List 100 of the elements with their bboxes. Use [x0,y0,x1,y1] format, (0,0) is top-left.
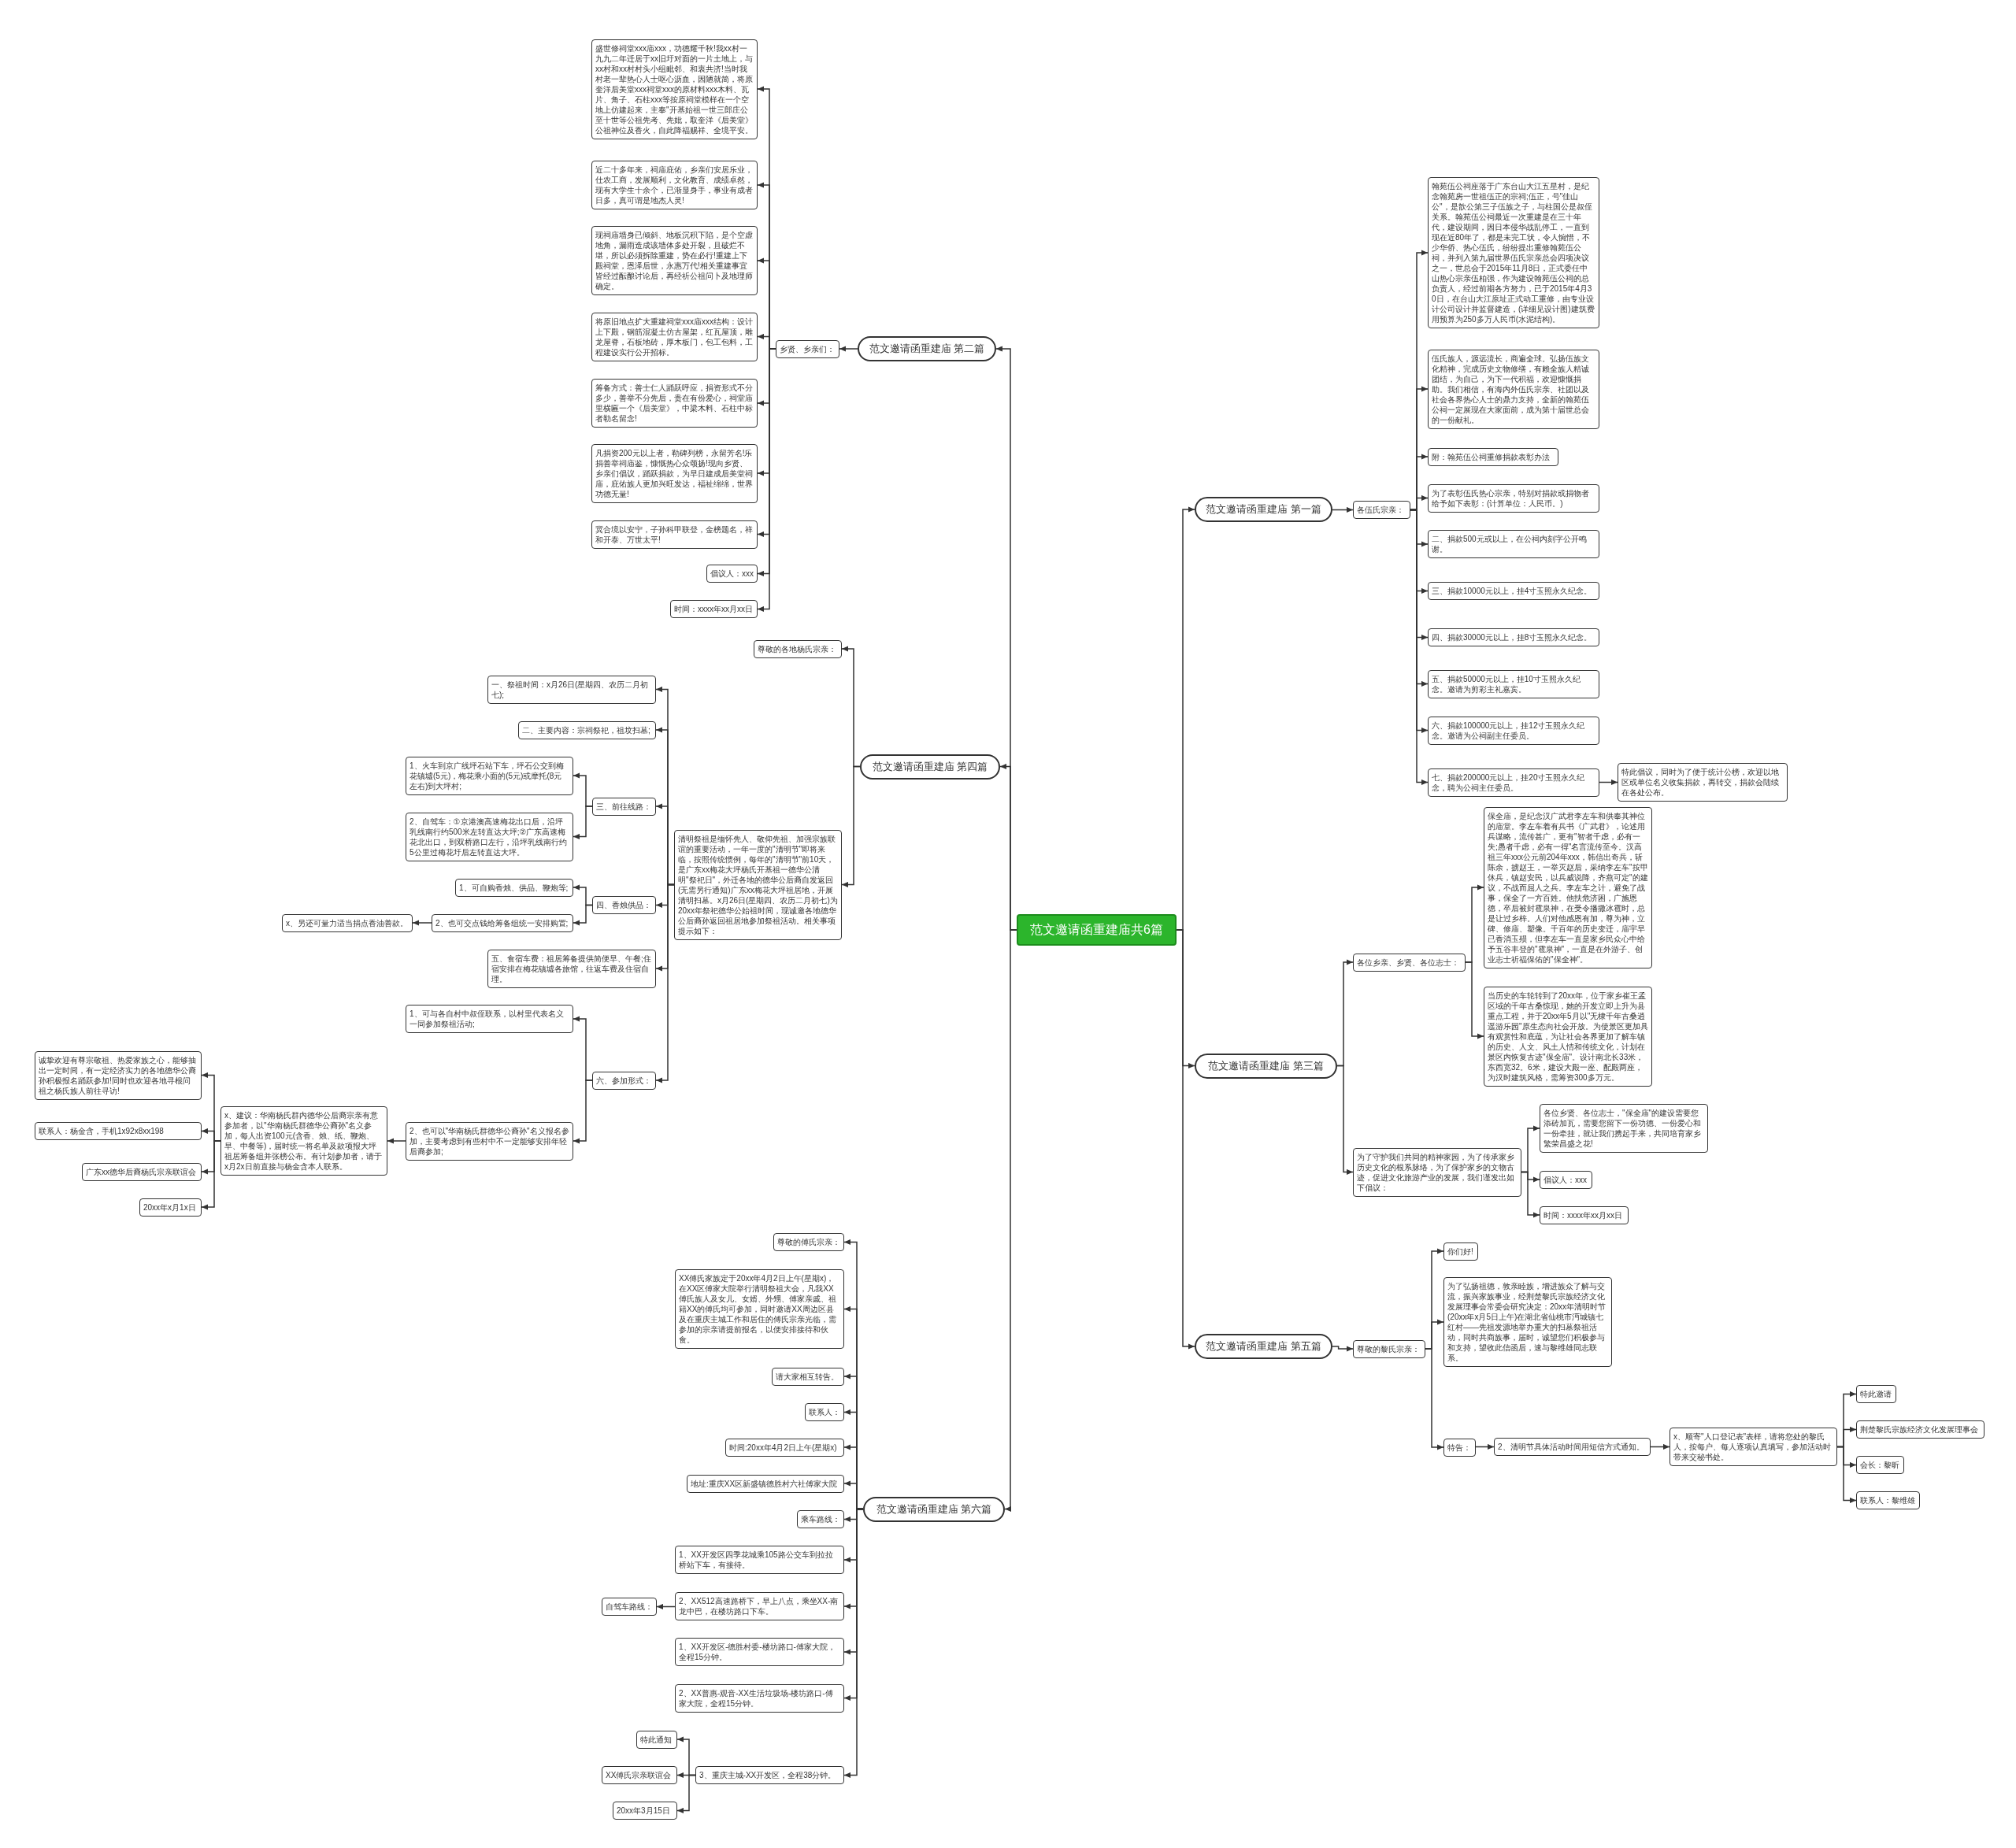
note-box: 附：翰苑伍公祠重修捐款表彰办法 [1428,447,1558,466]
note-box: 倡议人：xxx [1540,1170,1592,1189]
note-box: 20xx年3月15日 [613,1802,677,1820]
branch-topic-pill: 范文邀请函重建庙 第二篇 [858,336,996,361]
connector-arrow [1836,1446,1857,1504]
note-box: 广东xx德华后裔杨氏宗亲联谊会 [82,1162,202,1181]
note-box: 现祠庙墙身已倾斜、地板沉积下陷，是个空虚地角，漏雨造成该墙体多处开裂，且破烂不堪，所以必须拆除重建，势在必行!重建上下殿祠堂，恩泽后世，永惠万代!相关重建事宜皆经过酝酿讨论后，再经祈公祖问卜及地理师确定。 [591,226,758,295]
note-box: 尊敬的黎氏宗亲： [1353,1339,1425,1358]
note-box: 倡议人：xxx [706,565,758,583]
note-box: 特此通知 [636,1730,677,1749]
note-box: 2、XX512高速路桥下，早上八点，乘坐XX-南龙中巴，在楼坊路口下车。 [675,1592,844,1620]
connector-arrow [201,1140,221,1210]
note-box: x、建议：华南杨氏群内德华公后裔宗亲有意参加者，以"华南杨氏群德华公裔孙"名义参加，每人出资100元(含香、烛、纸、鞭炮、早、中餐等)，届时统一将名单及款项报大坪祖居筹备组并张榜公布。有计划参加者，请于x月2x日前直接与杨金含本人联系。 [220,1106,387,1176]
note-box: 2、自驾车：①京港澳高速梅花出口后，沿坪乳线南行约500米左转直达大坪;②广东高速梅花北出口，到双桥路口左行，沿坪乳线南行约5公里过梅花圩后左转直达大坪。 [406,812,573,861]
note-box: 五、捐款50000元以上，挂10寸玉照永久纪念。邀请为剪彩主礼嘉宾。 [1428,669,1599,698]
note-box: 近二十多年来，祠庙庇佑，乡亲们安居乐业，仕农工商，发展顺利，文化教育、成绩卓然，现有大学生十余个，已渐显身手，事业有成者日多，真可谓是地杰人灵! [591,161,758,209]
note-box: 乘车路线： [797,1510,844,1528]
note-box: 尊敬的傅氏宗亲： [773,1233,844,1251]
note-box: 各位乡亲、乡贤、各位志士： [1353,953,1466,972]
connector-arrow [1004,929,1017,1513]
note-box: x、顺寄"人口登记表"表样，请将您处的黎氏人，按每户、每人逐项认真填写，参加活动时带来交秘书处。 [1670,1428,1837,1466]
note-box: 1、可自购香烛、供品、鞭炮等; [455,878,573,897]
note-box: 乡贤、乡亲们： [776,339,839,358]
connector-arrow [573,805,593,840]
branch-topic-pill: 范文邀请函重建庙 第三篇 [1195,1053,1337,1079]
branch-topic-pill: 范文邀请函重建庙 第四篇 [860,754,1000,780]
note-box: 会长：黎昕 [1856,1456,1904,1474]
note-box: 为了表彰伍氏热心宗亲，特别对捐款或捐物者给予如下表彰：(计算单位：人民币。) [1428,483,1599,513]
note-box: 联系人：黎维雄 [1856,1491,1920,1509]
note-box: 三、捐款10000元以上，挂4寸玉照永久纪念。 [1428,582,1599,600]
note-box: 3、重庆主城-XX开发区，全程38分钟。 [695,1766,844,1784]
note-box: 三、前往线路： [592,797,656,816]
note-box: 翰苑伍公祠座落于广东台山大江五星村，是纪念翰苑房一世祖伍正的宗祠;伍正，号"佳山公"，是歆公第三子伍族之子，与柱国公是叔侄关系。翰苑伍公祠最近一次重建是在三十年代，建设期间，因日本侵华战乱停工，一直到现在近80年了，都是未完工状，令人惋惜，不少华侨、热心伍氏，纷纷提出重修翰苑伍公祠，并列入第九届世界伍氏宗亲总会四项决议之一，世总会于2015年11月8日，正式委任中山热心宗亲伍柏强，作为建设翰苑伍公祠的总负责人，经过前期各方努力，已于2015年4月30日，在台山大江原址正式动工重修，由专业设计公司设计并监督建造，(详细见设计图)建筑费用预算为250多万人民币(水泥结构)。 [1428,177,1599,328]
note-box: 特此倡议，同时为了便于统计公榜，欢迎以地区或单位名义收集捐款，再转交，捐款会陆续在各处公布。 [1618,763,1788,802]
connector-arrow [1336,1065,1354,1176]
note-box: 特此邀请 [1856,1385,1896,1403]
note-box: 当历史的车轮转到了20xx年，位于家乡崔王孟区域的千年古桑惊现，她的开发立即上升为县重点工程，并于20xx年5月以"无棣千年古桑逍遥游乐园"原生态向社会开放。为使景区更加具有观赏性和底蕴，为让社会各界更加了解车镇的历史、人文、风土人情和传统文化，计划在景区内恢复古迹"保全庙"。设计南北长33米，东西宽32。6米，建设大殿一座、配殿两座，为汉时建筑风格，需筹资300多万元。 [1484,986,1652,1087]
note-box: 盛世修祠堂xxx庙xxx，功德耀千秋!我xx村一九九二年迁居于xx旧圩对面的一片土地上，与xx村和xx村村头小组毗邻、和衷共济!当时我村老一辈热心人士呕心沥血，因陋就简，将原奎洋后美堂xxx祠堂xxx的原材料xxx木料、瓦片、角子、石柱xxx等按原祠堂模样在一个空地上仿建起来，主奉"开基始祖一世三郎庄公至十世等公祖先考、先妣，取奎洋《后美堂》公祖神位及香火，自此降福赐祥、全境平安。 [591,39,758,139]
note-box: 20xx年x月1x日 [139,1198,202,1217]
branch-topic-pill: 范文邀请函重建庙 第一篇 [1195,497,1332,522]
connector-arrow [1599,779,1618,786]
connector-arrow [1331,1346,1354,1352]
note-box: 为了守护我们共同的精神家园，为了传承家乡历史文化的根系脉络，为了保护家乡的文物古迹，促进文化旅游产业的发展，我们谨发出如下倡议： [1353,1147,1521,1197]
note-box: 伍氏族人，源远流长，商遍全球。弘扬伍族文化精神，完成历史文物修缮，有赖全族人精诚团结，为自己，为下一代积福，欢迎慷慨捐助。我们相信，有海内外伍氏宗亲、社团以及社会各界热心人士的鼎力支持，全新的翰苑伍公祠一定展现在大家面前，成为第十届世总会的一份献礼。 [1428,349,1599,429]
connector-arrow [676,1774,696,1814]
note-box: 2、也可以"华南杨氏群德华公裔孙"名义报名参加，主要考虑到有些村中不一定能够安排年轻后裔参加; [406,1121,573,1161]
connector-arrow [1176,929,1195,1350]
connector-arrow [1521,1171,1540,1218]
note-box: 1、火车到京广线坪石站下车，坪石公交到梅花镇墟(5元)，梅花乘小面的(5元)或摩托(8元左右)到大坪村; [406,756,573,795]
note-box: 各伍氏宗亲： [1353,501,1410,519]
central-topic-box: 范文邀请函重建庙共6篇 [1017,914,1177,946]
note-box: 时间：xxxx年xx月xx日 [1540,1205,1629,1224]
connector-arrow [1475,1443,1495,1450]
note-box: 冀合境以安宁，子孙科甲联登，金榜题名，祥和开泰、万世太平! [591,520,758,549]
note-box: 四、香烛供品： [592,896,656,914]
note-box: 2、也可交点钱给筹备组统一安排购置; [432,913,573,932]
branch-topic-pill: 范文邀请函重建庙 第五篇 [1195,1334,1332,1359]
note-box: 保全庙，是纪念汉广武君李左车和供奉其神位的庙堂。李左车着有兵书《广武君》，论述用兵谋略，流传甚广，更有"智者千虑，必有一失;愚者千虑，必有一得"名言流传至今。汉高祖三年xxx公元前204年xxx，韩信出奇兵，斩陈余，掳赵王，一举灭赵后，采纳李左车"按甲休兵，镇赵安民，以兵威说降，齐燕可定"的建议，不战而屈人之兵。李左车之计，避免了战事，保全了一方百姓。他扶危济困，广施恩德，卒后被封雹泉神，在受令播撒冰雹时，总是让过乡梓。人们对他感恩有加，尊为神，立碑、修庙、塑像。千百年的历史变迁，庙宇早已香消玉殒，但李左车一直是家乡民众心中给予五谷丰登的"雹泉神"，一直是在外游子、创业志士祈福保佑的"保全神"。 [1484,806,1652,968]
note-box: 凡捐资200元以上者，勒碑列榜，永留芳名!乐捐善举祠庙鉴，慷慨热心众颂扬!现向乡贤、乡亲们倡议，踊跃捐款，为早日建成后美堂祠庙，庇佑族人更加兴旺发达，福祉绵绵，世界功德无量! [591,443,758,503]
connector-arrow [1425,1348,1444,1450]
connector-arrow [1331,506,1354,513]
note-box: 一、祭祖时间：x月26日(星期四、农历二月初七); [487,675,656,704]
connector-arrow [841,765,861,888]
note-box: 2、XX普惠-观音-XX生活垃圾场-楼坊路口-傅家大院，全程15分钟。 [675,1683,844,1713]
note-box: 尊敬的各地杨氏宗亲： [754,639,842,658]
note-box: 1、可与各自村中叔侄联系，以村里代表名义一同参加祭祖活动; [406,1005,573,1033]
note-box: 1、XX开发区-德胜村委-楼坊路口-傅家大院，全程15分钟。 [675,1638,844,1666]
note-box: 特告： [1443,1438,1476,1457]
note-box: XX傅氏家族定于20xx年4月2日上午(星期x)，在XX区傅家大院举行清明祭祖大会，凡我XX傅氏族人及女儿、女婿、外甥、傅家亲戚、祖籍XX的傅氏均可参加，同时邀请XX周边区县及在重庆主城工作和居住的傅氏宗亲光临，需参加的宗亲请提前报名，以便安排接待和伙食。 [675,1269,844,1349]
connector-arrow [412,920,432,926]
note-box: 自驾车路线： [602,1598,657,1616]
note-box: 时间:20xx年4月2日上午(星期x) [725,1438,844,1457]
note-box: 你们好! [1443,1242,1478,1261]
note-box: 时间：xxxx年xx月xx日 [670,600,758,618]
connector-arrow [655,883,675,1083]
note-box: 联系人：杨金含，手机1x92x8xx198 [35,1122,202,1140]
note-box: 为了弘扬祖德，敦亲睦族，增进族众了解与交流，振兴家族事业，经荆楚黎氏宗族经济文化发展理事会常委会研究决定：20xx年清明时节(20xx年x月5日上午)在湖北省仙桃市沔城镇七红村——先祖发源地举办重大的扫墓祭祖活动，同时共商族事，届时，诚望您们积极参与和支持，望收此信函后，速与黎维雄同志联系。 [1443,1277,1612,1367]
connector-arrow [1650,1443,1670,1450]
note-box: 五、食宿车费：祖居筹备提供简便早、午餐;住宿安排在梅花镇墟各旅馆，往返车费及住宿自理。 [487,949,656,988]
note-box: XX傅氏宗亲联谊会 [602,1766,677,1784]
note-box: x、另还可量力适当捐点香油善款。 [282,913,413,932]
note-box: 荆楚黎氏宗族经济文化发展理事会 [1856,1420,1984,1439]
note-box: 六、捐款100000元以上，挂12寸玉照永久纪念。邀请为公祠副主任委员。 [1428,716,1599,745]
note-box: 六、参加形式： [592,1071,656,1090]
connector-arrow [839,346,858,352]
note-box: 请大家相互转告。 [772,1367,844,1386]
connector-arrow [656,1603,676,1610]
note-box: 四、捐款30000元以上，挂8寸玉照永久纪念。 [1428,628,1599,646]
note-box: 2、清明节具体活动时间用短信方式通知。 [1494,1438,1651,1456]
note-box: 1、XX开发区四季花城乘105路公交车到拉拉桥站下车，有接待。 [675,1546,844,1574]
note-box: 地址:重庆XX区新盛镇德胜村六社傅家大院 [687,1474,844,1493]
note-box: 筹备方式：善士仁人踊跃呼应，捐资形式不分多少，善举不分先后，贵在有份爱心，祠堂庙里横匾一个《后美堂》，中梁木料、石柱中标者勒名留念! [591,379,758,428]
note-box: 七、捐款200000元以上，挂20寸玉照永久纪念，聘为公祠主任委员。 [1428,768,1599,797]
note-box: 二、主要内容：宗祠祭祀，祖坟扫墓; [518,720,656,739]
connector-arrow [387,1138,406,1144]
connector-arrow [1465,961,1484,1039]
connector-arrow [573,904,593,926]
note-box: 诚挚欢迎有尊宗敬祖、热爱家族之心，能够抽出一定时间，有一定经济实力的各地德华公裔孙积极报名踊跃参加!同时也欢迎各地寻根问祖之杨氏族人前往寻访! [35,1050,202,1100]
note-box: 联系人： [805,1403,844,1421]
branch-topic-pill: 范文邀请函重建庙 第六篇 [863,1496,1005,1522]
